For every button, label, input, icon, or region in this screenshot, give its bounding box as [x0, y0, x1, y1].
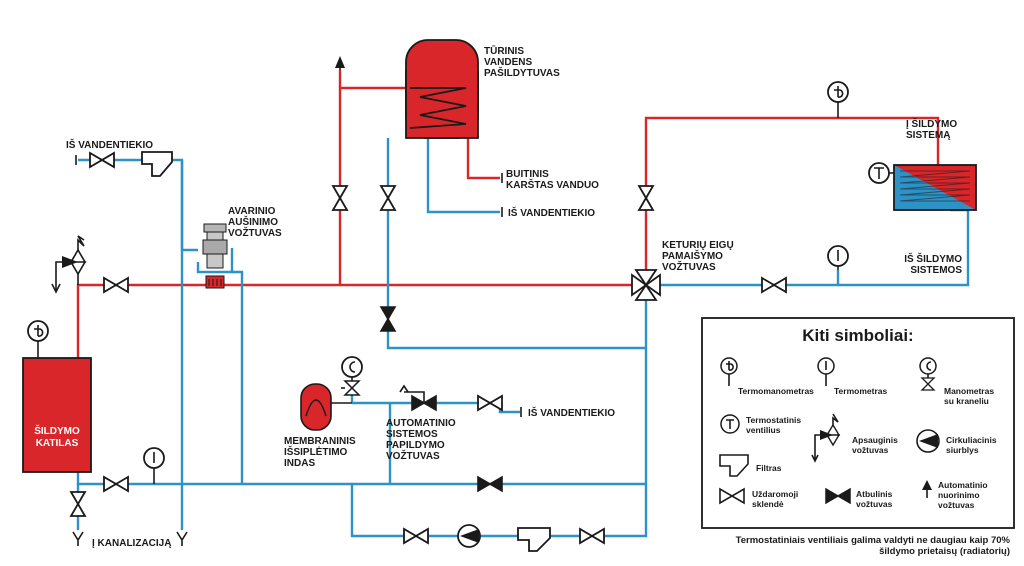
boiler — [22, 357, 92, 473]
legend-thermometer-icon — [817, 357, 835, 386]
shutoff-valve-icon — [477, 394, 503, 412]
legend-circulation-pump-icon — [916, 429, 940, 453]
legend-auto-air-vent-icon — [922, 480, 932, 498]
shutoff-valve-icon — [761, 276, 787, 294]
thermometer-icon — [143, 447, 165, 484]
water-in-tank-label: IŠ VANDENTIEKIO — [508, 206, 595, 219]
footnote: Termostatiniais ventiliais galima valdyt… — [736, 535, 1011, 557]
drain-label: Į KANALIZACIJĄ — [92, 538, 171, 549]
shutoff-valve-icon — [69, 491, 87, 517]
manometer-with-tap-icon — [341, 356, 363, 396]
legend-shutoff-valve-icon — [719, 487, 745, 505]
legend-filter-icon — [719, 454, 749, 477]
pipe-symbols — [27, 56, 894, 552]
legend-label: Termomanometras — [738, 386, 814, 396]
legend-thermomanometer-icon — [720, 357, 738, 386]
hot-water-tank — [405, 39, 479, 139]
legend-label: Termometras — [834, 386, 887, 396]
legend: Kiti simboliai: Termomanometras Termomet… — [701, 317, 1015, 529]
check-valve-icon — [477, 475, 503, 493]
heating-coil-icon — [409, 87, 467, 129]
legend-thermostatic-valve-icon — [720, 414, 740, 434]
circulation-pump-icon — [457, 524, 481, 548]
legend-label: Filtras — [756, 463, 782, 473]
shutoff-valve-icon — [579, 527, 605, 545]
cooling-valve — [202, 223, 228, 289]
filter-icon — [141, 151, 173, 177]
radiator — [893, 164, 977, 211]
thermomanometer-icon — [27, 320, 49, 358]
shutoff-valve-icon — [103, 475, 129, 493]
filter-icon — [517, 527, 551, 552]
legend-safety-valve-icon — [811, 413, 841, 463]
shutoff-valve-icon — [103, 276, 129, 294]
thermostatic-valve-icon — [868, 162, 894, 184]
legend-box — [701, 317, 1015, 529]
auto-air-vent-icon — [335, 56, 345, 70]
shutoff-valve-icon — [89, 151, 115, 169]
four-way-mixing-valve — [631, 269, 661, 301]
drain-funnel-icon — [176, 531, 188, 546]
water-in-fill-label: IŠ VANDENTIEKIO — [528, 406, 615, 419]
legend-manometer-with-tap-icon — [919, 357, 937, 391]
check-valve-icon — [379, 306, 397, 332]
drain-funnel-icon — [72, 531, 84, 546]
water-in-top-label: IŠ VANDENTIEKIO — [66, 138, 153, 151]
safety-valve-icon — [51, 235, 87, 294]
thermometer-icon — [827, 245, 849, 270]
shutoff-valve-icon — [403, 527, 429, 545]
expansion-vessel — [300, 383, 352, 431]
thermomanometer-icon — [827, 81, 849, 118]
shutoff-valve-icon — [331, 185, 349, 211]
legend-title: Kiti simboliai: — [802, 326, 913, 345]
legend-check-valve-icon — [825, 487, 851, 505]
shutoff-valve-icon — [379, 185, 397, 211]
shutoff-valve-icon — [637, 185, 655, 211]
